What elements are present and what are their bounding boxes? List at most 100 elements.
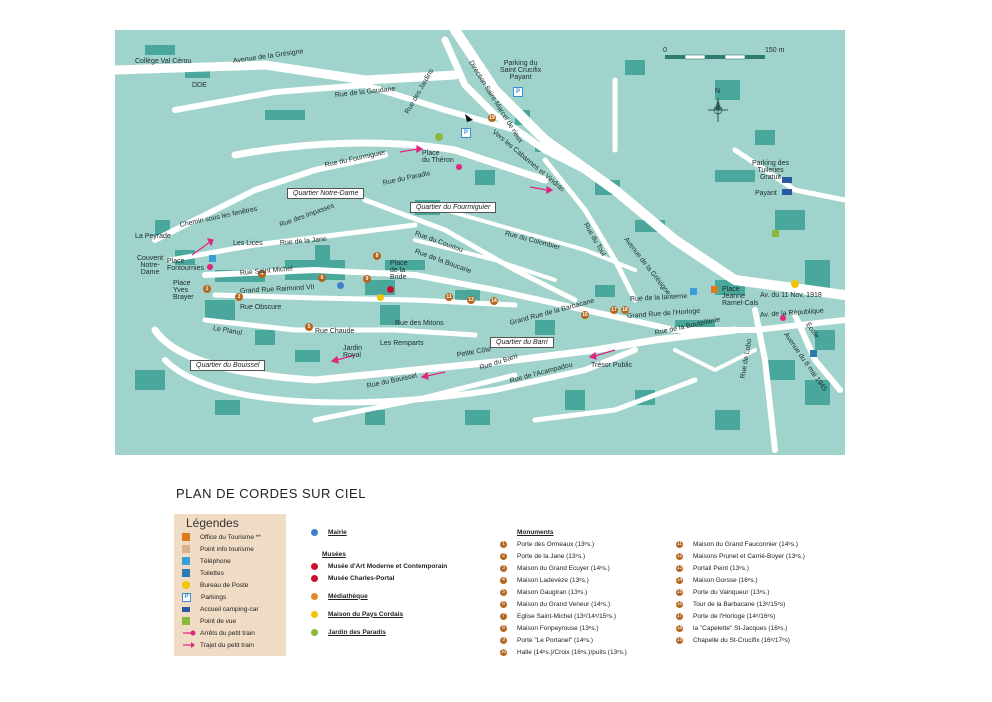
monument-label: Halle (14ᵉs.)/Croix (16ᵉs.)/puits (13ᵉs.… xyxy=(517,648,627,656)
legend-item-info: Point info tourisme xyxy=(182,544,254,554)
monument-label: Maison Gorsse (16ᵉs.) xyxy=(693,576,758,584)
label-ave-11-nov: Av. du 11 Nov. 1918 xyxy=(760,292,822,299)
monument-marker-16[interactable]: 16 xyxy=(581,311,589,319)
legend-item-train-route: Trajet du petit train xyxy=(182,640,254,650)
legend-mairie: Mairie xyxy=(311,526,481,538)
monument-number-icon: 11 xyxy=(676,540,683,548)
legend-item-train-stop: Arrêts du petit train xyxy=(182,628,255,638)
monument-number-icon: 8 xyxy=(500,624,507,632)
monument-item: 5 Maison Gaugiran (13ᵉs.) xyxy=(500,586,670,598)
monument-label: Eglise Saint-Michel (13ᵉ/14ᵉ/15ᵉs.) xyxy=(517,612,617,620)
campervan-icon[interactable] xyxy=(782,189,792,195)
office-tourisme-icon[interactable] xyxy=(711,286,718,293)
legend-item-viewpoint: Point de vue xyxy=(182,616,236,626)
legend-mediatheque: Médiathèque xyxy=(311,590,481,602)
musee-icon[interactable] xyxy=(387,286,394,293)
parking-icon[interactable]: P xyxy=(461,128,471,138)
monument-marker-19[interactable]: 19 xyxy=(488,114,496,122)
monument-label: Porte des Ormeaux (13ᵉs.) xyxy=(517,540,595,548)
monument-label: Chapelle du St-Crucifix (16ᵉ/17ᵉs) xyxy=(693,636,790,644)
monument-label: la "Capelette" St-Jacques (16ᵉs.) xyxy=(693,624,788,632)
monument-marker-3[interactable]: 3 xyxy=(235,293,243,301)
monument-marker-1[interactable]: 1 xyxy=(203,285,211,293)
jardin-paradis-icon[interactable] xyxy=(435,133,443,141)
monument-label: Maison Fonpeyrouse (13ᵉs.) xyxy=(517,624,599,632)
monument-number-icon: 3 xyxy=(500,564,507,572)
monument-marker-4[interactable]: 4 xyxy=(258,270,266,278)
monument-label: Maison Gaugiran (13ᵉs.) xyxy=(517,588,588,596)
monument-marker-6[interactable]: 6 xyxy=(318,274,326,282)
town-map[interactable]: 19 1 3 4 5 6 9 8 11 13 14 16 17 18 Collè… xyxy=(115,30,845,455)
monument-marker-8[interactable]: 8 xyxy=(373,252,381,260)
train-route xyxy=(191,144,616,380)
mairie-icon[interactable] xyxy=(337,282,344,289)
legend-jardin-paradis: Jardin des Paradis xyxy=(311,626,481,638)
legend-item-phone: Téléphone xyxy=(182,556,231,566)
legend-musee-charles-portal: Musée Charles-Portal xyxy=(311,572,481,584)
monument-number-icon: 18 xyxy=(676,624,683,632)
label-les-lices: Les Lices xyxy=(233,240,263,247)
legend-item-post: Bureau de Poste xyxy=(182,580,248,590)
monument-number-icon: 10 xyxy=(500,648,507,656)
monument-marker-14[interactable]: 14 xyxy=(490,297,498,305)
monument-item: 18 la "Capelette" St-Jacques (16ᵉs.) xyxy=(676,622,846,634)
monument-marker-5[interactable]: 5 xyxy=(305,323,313,331)
scale-max: 150 m xyxy=(765,47,785,54)
monument-item: 11 Maison du Grand Fauconnier (14ᵉs.) xyxy=(676,538,846,550)
label-rue-mitons: Rue des Mitons xyxy=(395,320,444,327)
monument-label: Porte de l'Horloge (14ᵉ/16ᵉs) xyxy=(693,612,776,620)
monument-label: Maison du Grand Veneur (14ᵉs.) xyxy=(517,600,611,608)
direction-arrow-icon xyxy=(465,114,473,122)
phone-icon[interactable] xyxy=(690,288,697,295)
legend-title: Légendes xyxy=(186,516,239,530)
mairie-icon xyxy=(311,528,318,536)
monument-label: Maison Ladevèze (13ᵉs.) xyxy=(517,576,589,584)
campervan-icon[interactable] xyxy=(782,177,792,183)
monument-marker-18[interactable]: 18 xyxy=(621,306,629,314)
monument-number-icon: 4 xyxy=(500,576,507,584)
monument-number-icon: 17 xyxy=(676,612,683,620)
parking-icon[interactable]: P xyxy=(513,87,523,97)
phone-icon[interactable] xyxy=(209,255,216,262)
mediatheque-icon xyxy=(311,592,318,600)
legend-musee-art-moderne: Musée d'Art Moderne et Contemporain xyxy=(311,560,481,572)
parking-icon: P xyxy=(182,592,191,602)
monument-label: Porte de la Jane (13ᵉs.) xyxy=(517,552,586,560)
legend-item-office-tourisme: Office du Tourisme ** xyxy=(182,532,261,542)
monument-number-icon: 12 xyxy=(676,552,683,560)
monument-marker-13[interactable]: 13 xyxy=(467,296,475,304)
monument-label: Porte du Vainqueur (13ᵉs.) xyxy=(693,588,770,596)
monument-marker-11[interactable]: 11 xyxy=(445,293,453,301)
monument-item: 4 Maison Ladevèze (13ᵉs.) xyxy=(500,574,670,586)
north-label: N xyxy=(715,88,721,95)
toilet-icon[interactable] xyxy=(810,350,817,357)
monument-marker-9[interactable]: 9 xyxy=(363,275,371,283)
viewpoint-icon xyxy=(182,617,190,625)
viewpoint-icon[interactable] xyxy=(772,230,779,237)
legend-poi-column: Mairie Musées Musée d'Art Moderne et Con… xyxy=(311,526,481,638)
monument-item: 8 Maison Fonpeyrouse (13ᵉs.) xyxy=(500,622,670,634)
post-icon[interactable] xyxy=(791,280,799,288)
monument-marker-17[interactable]: 17 xyxy=(610,306,618,314)
monument-number-icon: 14 xyxy=(676,576,683,584)
label-rue-chaude: Rue Chaude xyxy=(315,328,355,335)
pays-cordais-icon[interactable] xyxy=(377,294,384,301)
train-stops xyxy=(207,164,786,321)
monument-item: 10 Halle (14ᵉs.)/Croix (16ᵉs.)/puits (13ᵉ… xyxy=(500,646,670,658)
legend-box: Légendes Office du Tourisme ** Point inf… xyxy=(174,514,286,656)
monument-number-icon: 5 xyxy=(500,588,507,596)
monument-label: Maison du Grand Fauconnier (14ᵉs.) xyxy=(693,540,799,548)
map-title: PLAN DE CORDES SUR CIEL xyxy=(176,486,366,501)
phone-icon xyxy=(182,557,190,565)
monument-label: Tour de la Barbacane (13ᵉ/15ᵉs) xyxy=(693,600,786,608)
monument-label: Maisons Prunet et Carrié-Boyer (13ᵉs.) xyxy=(693,552,805,560)
musees-heading: Musées xyxy=(322,550,346,558)
